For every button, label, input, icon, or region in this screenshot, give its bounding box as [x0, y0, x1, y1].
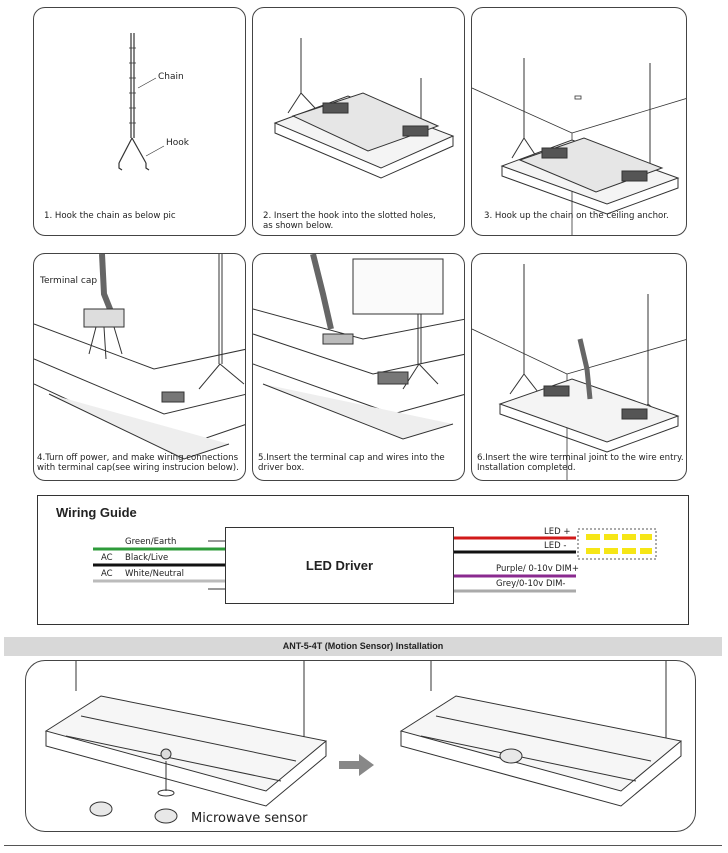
terminal-cap-callout: Terminal cap — [40, 276, 98, 286]
wiring-connection-illustration — [34, 254, 245, 460]
left-wire-label-1: Green/Earth — [125, 537, 177, 547]
hook-callout: Hook — [166, 138, 189, 148]
right-wire-label-2: LED - — [544, 541, 567, 551]
step-3-panel: 3. Hook up the chain on the ceiling anch… — [471, 7, 687, 236]
wiring-guide: Wiring Guide LED Driver Green/Earth AC B… — [37, 495, 689, 625]
step-3-caption: 3. Hook up the chain on the ceiling anch… — [484, 211, 669, 221]
sensor-panel: Microwave sensor — [25, 660, 696, 832]
wiring-guide-title: Wiring Guide — [56, 505, 137, 520]
chain-callout: Chain — [158, 72, 184, 82]
step-6-caption: 6.Insert the wire terminal joint to the … — [477, 453, 684, 473]
chain-hook-illustration — [118, 33, 165, 171]
step-4-panel: Terminal cap 4.Turn off power, and make … — [33, 253, 246, 481]
led-strip — [577, 528, 657, 560]
led-driver-box: LED Driver — [225, 527, 454, 604]
microwave-sensor-label: Microwave sensor — [191, 811, 308, 826]
step-1-caption: 1. Hook the chain as below pic — [44, 211, 176, 221]
section-banner-title: ANT-5-4T (Motion Sensor) Installation — [282, 641, 444, 651]
step-1-panel: Chain Hook 1. Hook the chain as below pi… — [33, 7, 246, 236]
terminal-cap-insertion-illustration — [253, 254, 464, 440]
led-driver-label: LED Driver — [305, 558, 374, 573]
right-wire-label-3: Purple/ 0-10v DIM+ — [496, 564, 579, 574]
left-wire-label-2: Black/Live — [125, 553, 169, 563]
step-5-panel: 5.Insert the terminal cap and wires into… — [252, 253, 465, 481]
step-2-panel: 2. Insert the hook into the slotted hole… — [252, 7, 465, 236]
right-wire-label-4: Grey/0-10v DIM- — [496, 579, 566, 589]
bottom-rule — [4, 845, 722, 846]
installation-complete-illustration — [472, 264, 686, 480]
step-2-caption: 2. Insert the hook into the slotted hole… — [263, 211, 436, 231]
fixture-with-hooks-illustration — [273, 38, 455, 179]
step-5-caption: 5.Insert the terminal cap and wires into… — [258, 453, 445, 473]
section-banner: ANT-5-4T (Motion Sensor) Installation — [4, 637, 722, 656]
right-wire-label-1: LED + — [544, 527, 571, 537]
arrow-icon — [339, 754, 374, 776]
step-4-caption: 4.Turn off power, and make wiring connec… — [37, 453, 239, 473]
sensor-installation-illustration — [44, 661, 683, 824]
ceiling-mount-illustration — [472, 58, 686, 235]
left-wire-label-3: White/Neutral — [125, 569, 184, 579]
left-wire-prefix-2: AC — [101, 553, 113, 563]
step-6-panel: 6.Insert the wire terminal joint to the … — [471, 253, 687, 481]
wiring-diagram — [93, 528, 657, 593]
left-wire-prefix-3: AC — [101, 569, 113, 579]
